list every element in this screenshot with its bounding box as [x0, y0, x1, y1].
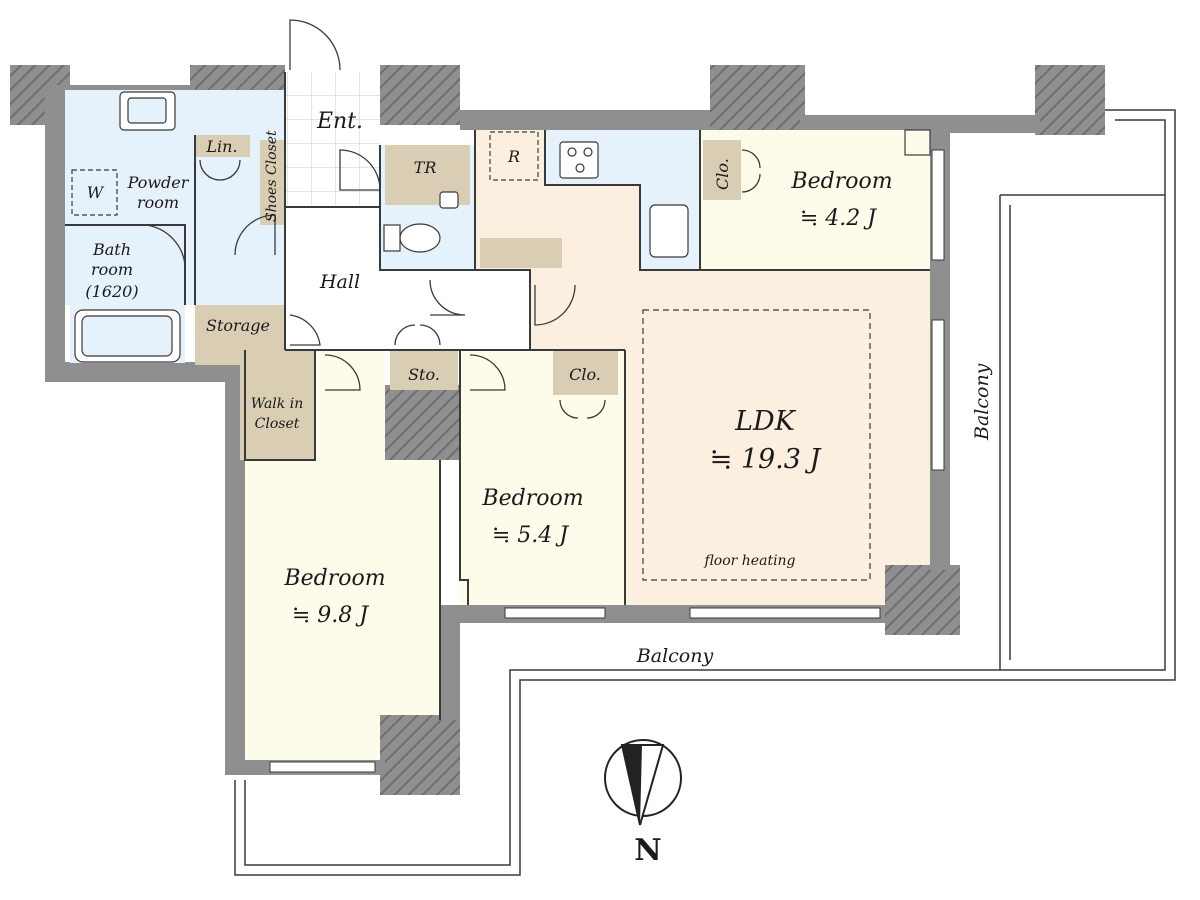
- label-storage: Storage: [206, 316, 270, 335]
- label-powder-room-1: Powder: [127, 173, 190, 192]
- label-clo-hall: Clo.: [569, 365, 601, 384]
- label-balcony-east: Balcony: [971, 363, 993, 441]
- balcony-outline: [234, 109, 1176, 876]
- label-toilet: TR: [414, 158, 437, 177]
- labels: Ent. Hall TR R Lin. Shoes Closet Powder …: [85, 109, 993, 667]
- label-bedroom-mid: Bedroom: [481, 486, 583, 511]
- label-walk-in-1: Walk in: [251, 396, 303, 412]
- fridge-box: [489, 131, 539, 181]
- label-sto: Sto.: [408, 365, 440, 384]
- label-bedroom-small: Bedroom: [790, 169, 892, 194]
- label-walk-in-2: Closet: [255, 416, 300, 432]
- label-entrance: Ent.: [316, 109, 363, 134]
- windows: [269, 149, 945, 773]
- interior-walls: [65, 72, 930, 720]
- label-bath-1: Bath: [92, 240, 131, 259]
- label-bedroom-large-size: ≒ 9.8 J: [292, 603, 369, 628]
- fixtures: [71, 91, 931, 581]
- floor-heating-area: [642, 309, 871, 581]
- label-hall: Hall: [319, 271, 360, 293]
- label-bedroom-mid-size: ≒ 5.4 J: [492, 523, 569, 548]
- label-ldk-size: ≒ 19.3 J: [710, 444, 823, 475]
- label-linen: Lin.: [205, 137, 237, 156]
- washer-box: [71, 169, 118, 216]
- kitchen-sink: [649, 204, 689, 258]
- label-floor-heating: floor heating: [703, 553, 795, 569]
- toilet-bowl: [399, 223, 441, 253]
- label-bath-2: room: [91, 260, 133, 279]
- label-bath-3: (1620): [85, 282, 138, 301]
- label-clo-bedroom: Clo.: [713, 158, 732, 190]
- compass-north-label: N: [634, 833, 661, 868]
- label-powder-room-2: room: [137, 193, 179, 212]
- label-bedroom-small-size: ≒ 4.2 J: [800, 206, 877, 231]
- label-bedroom-large: Bedroom: [283, 566, 385, 591]
- label-balcony-south: Balcony: [636, 645, 714, 667]
- label-washer: W: [87, 183, 105, 202]
- label-ldk: LDK: [734, 406, 797, 437]
- doors: [144, 19, 761, 419]
- compass-icon: N: [604, 739, 682, 868]
- label-shoes-closet: Shoes Closet: [264, 130, 280, 222]
- room-fills: [65, 72, 930, 760]
- stove: [559, 141, 599, 179]
- label-fridge: R: [507, 147, 520, 166]
